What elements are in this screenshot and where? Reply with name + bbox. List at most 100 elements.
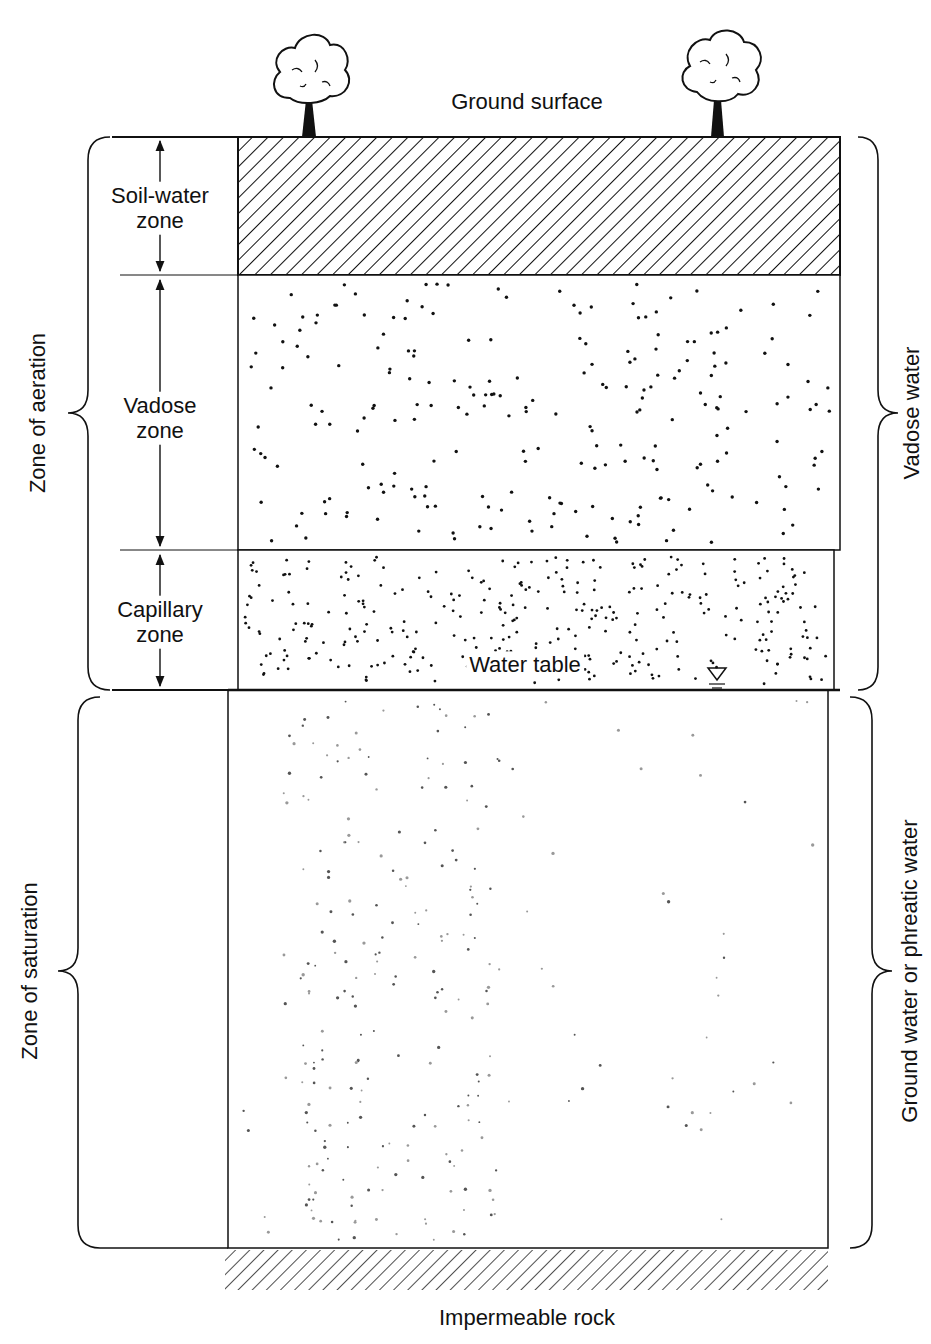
texture-dot: [488, 587, 491, 590]
texture-dot: [407, 1144, 410, 1147]
texture-dot: [510, 594, 513, 597]
texture-dot: [388, 371, 391, 374]
texture-dot: [783, 563, 786, 566]
texture-dot: [667, 1105, 670, 1108]
texture-dot: [248, 626, 251, 629]
texture-dot: [300, 512, 303, 515]
texture-dot: [420, 305, 423, 308]
texture-dot: [429, 404, 432, 407]
texture-dot: [302, 795, 304, 797]
texture-dot: [461, 655, 464, 658]
texture-dot: [376, 961, 378, 963]
texture-dot: [392, 484, 395, 487]
texture-dot: [308, 1198, 311, 1201]
texture-dot: [357, 574, 360, 577]
texture-dot: [256, 425, 259, 428]
texture-dot: [434, 829, 437, 832]
texture-dot: [277, 667, 280, 670]
texture-dot: [508, 1101, 510, 1103]
texture-dot: [362, 416, 365, 419]
texture-dot: [568, 1100, 570, 1102]
texture-dot: [802, 635, 805, 638]
texture-dot: [499, 602, 502, 605]
texture-dot: [306, 355, 309, 358]
texture-dot: [446, 283, 449, 286]
texture-dot: [252, 561, 255, 564]
texture-dot: [343, 283, 346, 286]
texture-dot: [710, 541, 713, 544]
texture-dot: [588, 626, 591, 629]
texture-dot: [675, 640, 678, 643]
texture-dot: [776, 663, 779, 666]
texture-dot: [623, 460, 626, 463]
texture-dot: [712, 351, 715, 354]
texture-dot: [639, 506, 642, 509]
texture-dot: [404, 663, 407, 666]
texture-dot: [813, 457, 816, 460]
texture-dot: [434, 680, 437, 683]
texture-dot: [791, 523, 794, 526]
water-table-symbol: [712, 687, 722, 688]
texture-dot: [590, 363, 593, 366]
texture-dot: [270, 539, 273, 542]
texture-dot: [794, 583, 797, 586]
texture-dot: [475, 646, 478, 649]
texture-dot: [783, 557, 786, 560]
texture-dot: [608, 606, 611, 609]
texture-dot: [634, 623, 637, 626]
texture-dot: [582, 561, 585, 564]
texture-dot: [288, 573, 291, 576]
texture-dot: [691, 1111, 694, 1114]
texture-dot: [294, 622, 297, 625]
texture-dot: [416, 669, 419, 672]
texture-dot: [441, 940, 443, 942]
texture-dot: [604, 630, 607, 633]
texture-dot: [591, 505, 594, 508]
texture-dot: [497, 758, 499, 760]
texture-dot: [547, 576, 550, 579]
texture-dot: [412, 650, 415, 653]
texture-dot: [689, 593, 692, 596]
texture-dot: [425, 909, 427, 911]
texture-dot: [669, 296, 672, 299]
texture-dot: [625, 385, 628, 388]
texture-dot: [595, 444, 598, 447]
texture-dot: [444, 786, 447, 789]
texture-dot: [463, 1233, 465, 1235]
texture-dot: [288, 772, 291, 775]
texture-dot: [489, 338, 492, 341]
texture-dot: [737, 584, 740, 587]
texture-dot: [612, 662, 615, 665]
texture-dot: [363, 606, 366, 609]
texture-dot: [665, 539, 668, 542]
vadose-layer: [238, 275, 840, 550]
texture-dot: [421, 786, 424, 789]
texture-dot: [433, 704, 435, 706]
texture-dot: [283, 954, 286, 957]
texture-dot: [688, 508, 691, 511]
texture-dot: [699, 463, 702, 466]
texture-dot: [510, 490, 513, 493]
texture-dot: [305, 1111, 308, 1114]
texture-dot: [488, 380, 491, 383]
texture-dot: [615, 660, 618, 663]
texture-dot: [580, 461, 583, 464]
texture-dot: [723, 957, 725, 959]
texture-dot: [437, 730, 440, 733]
tree: [682, 30, 761, 137]
texture-dot: [770, 630, 773, 633]
texture-dot: [343, 594, 346, 597]
texture-dot: [301, 315, 304, 318]
texture-dot: [436, 991, 439, 994]
texture-dot: [699, 596, 702, 599]
texture-dot: [634, 670, 637, 673]
texture-dot: [376, 346, 379, 349]
texture-dot: [667, 498, 670, 501]
texture-dot: [397, 1054, 400, 1057]
texture-dot: [654, 444, 657, 447]
texture-dot: [759, 603, 762, 606]
texture-dot: [472, 393, 475, 396]
texture-dot: [498, 760, 501, 763]
texture-dot: [392, 983, 395, 986]
texture-dot: [285, 801, 288, 804]
